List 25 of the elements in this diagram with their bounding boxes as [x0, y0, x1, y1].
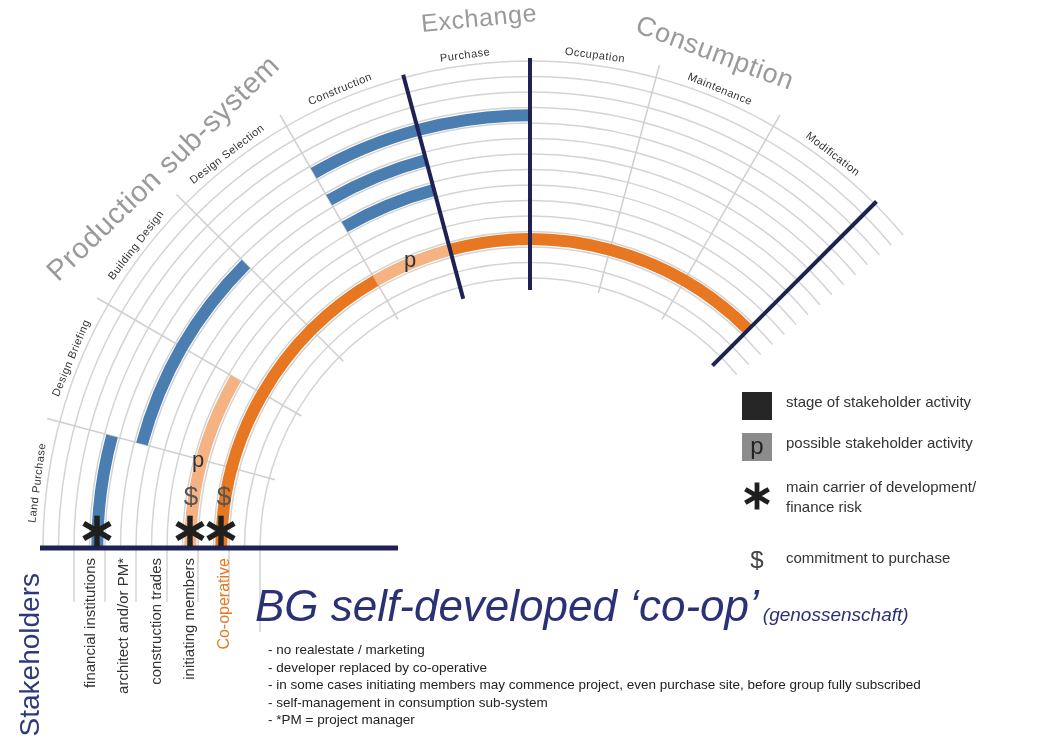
subtitle: (genossenschaft)	[762, 605, 909, 624]
legend-symbol: $	[750, 548, 764, 572]
note-text: - in some cases initiating members may commence project, even purchase site, before group fully subscribed	[268, 676, 921, 694]
legend-text: stage of stakeholder activity	[786, 392, 973, 412]
stakeholder-label: architect and/or PM*	[114, 558, 130, 694]
section-heading: Exchange	[419, 0, 539, 37]
stakeholder-label: initiating members	[180, 558, 196, 680]
legend-text: commitment to purchase	[786, 548, 952, 568]
axis-title: Stakeholders	[16, 572, 44, 736]
legend-swatch: p	[742, 433, 772, 461]
stakeholder-label: financial institutions	[81, 558, 97, 689]
note-text: - developer replaced by co-operative	[268, 658, 489, 676]
stage-label: Land Purchase	[26, 442, 48, 524]
possible-mark: p	[191, 449, 205, 471]
stage-label: Purchase	[439, 46, 491, 64]
stage-label: Occupation	[564, 45, 626, 65]
stakeholder-label: Co-operative	[216, 558, 232, 650]
stakeholder-label: construction trades	[147, 558, 163, 685]
note-text: - no realestate / marketing	[268, 641, 426, 659]
legend-text: possible stakeholder activity	[786, 433, 974, 453]
legend-text: main carrier of development/ finance risk	[786, 477, 978, 517]
possible-mark: p	[403, 249, 417, 271]
diagram-title: BG self-developed ‘co-op’	[255, 584, 759, 628]
note-text: - self-management in consumption sub-system	[268, 693, 549, 711]
note-text: - *PM = project manager	[268, 711, 416, 729]
